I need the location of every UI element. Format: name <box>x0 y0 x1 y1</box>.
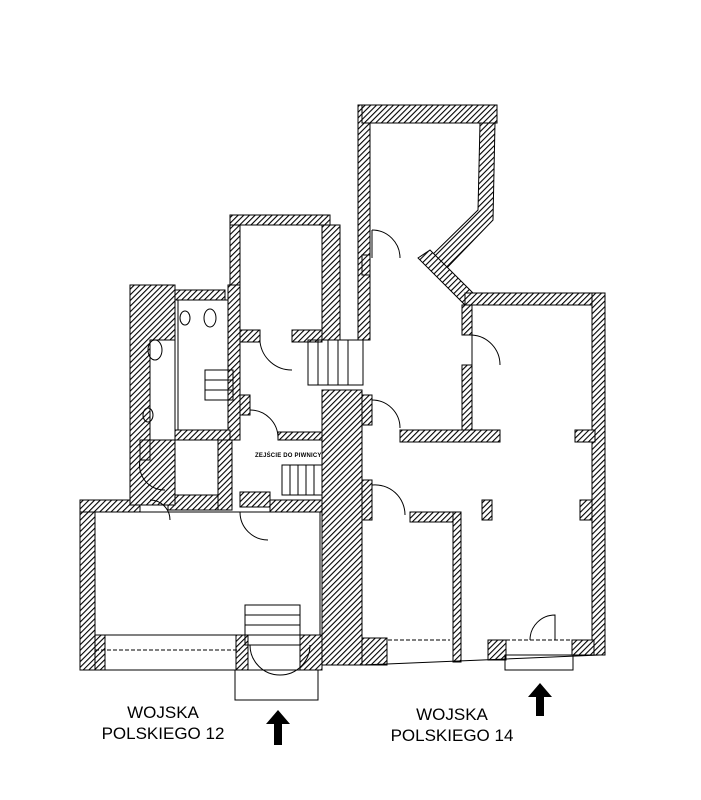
address-left-line2: POLSKIEGO 12 <box>101 724 225 743</box>
walls <box>79 104 606 671</box>
address-left-line1: WOJSKA <box>127 703 199 722</box>
rooms <box>94 299 321 636</box>
doors-and-stairs <box>80 229 601 701</box>
address-right-line2: POLSKIEGO 14 <box>390 726 514 745</box>
address-left: WOJSKA POLSKIEGO 12 <box>98 702 228 744</box>
arrow-up-icon <box>266 710 290 745</box>
arrow-up-icon <box>528 683 552 716</box>
address-right: WOJSKA POLSKIEGO 14 <box>382 704 522 746</box>
address-right-line1: WOJSKA <box>416 705 488 724</box>
stairs-label: ZEJŚCIE DO PIWNICY <box>255 453 322 459</box>
